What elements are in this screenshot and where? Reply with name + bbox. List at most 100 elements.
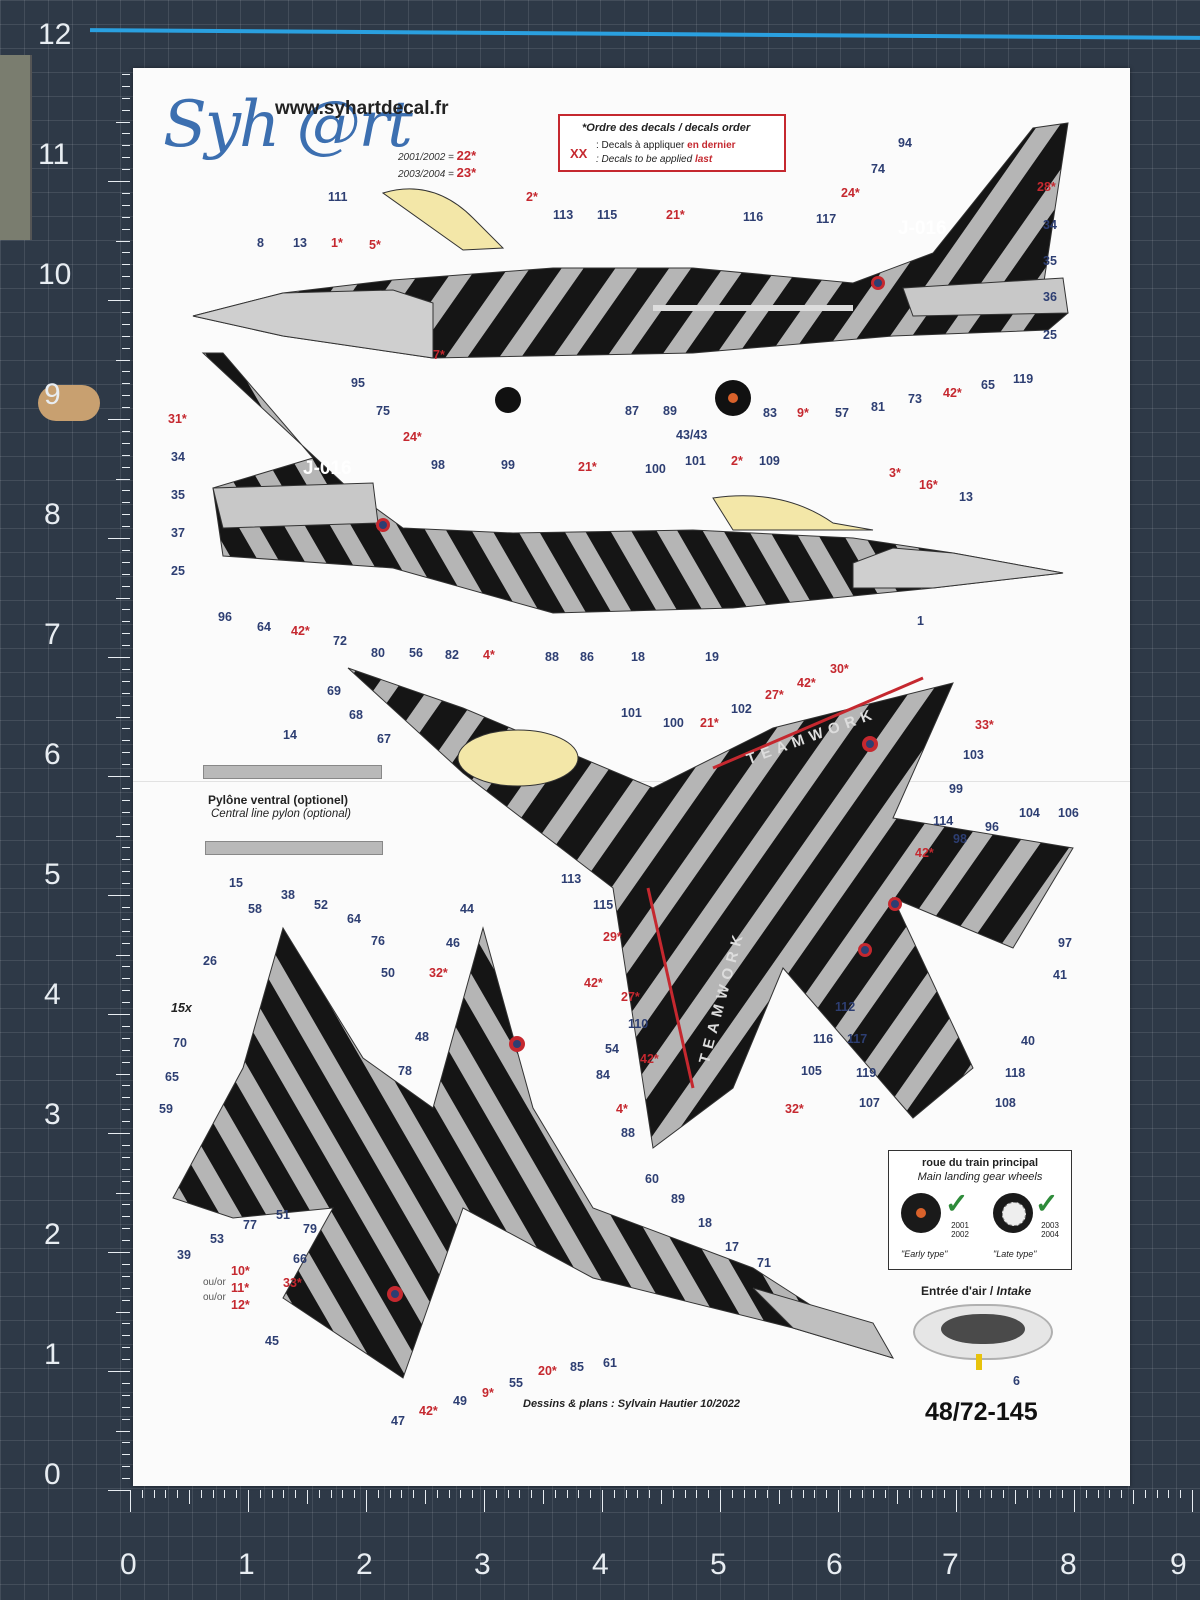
callout: 94	[898, 136, 912, 150]
callout-red: 9*	[797, 406, 809, 420]
order-highlight: en dernier	[687, 140, 736, 151]
ruler-number: 0	[120, 1548, 137, 1581]
check-icon: ✓	[945, 1188, 969, 1219]
ruler-tick	[189, 1490, 190, 1504]
ruler-tick	[472, 1490, 474, 1498]
callout-red: 4*	[483, 648, 495, 662]
callout: 58	[248, 902, 262, 916]
ruler-number: 0	[44, 1458, 61, 1491]
ruler-tick	[122, 1478, 130, 1480]
ruler-tick	[116, 1192, 130, 1194]
ruler-tick	[122, 1085, 130, 1087]
callout-red: 31*	[168, 412, 187, 426]
callout-red: 21*	[578, 460, 597, 474]
ruler-tick	[590, 1490, 592, 1498]
product-code: 48/72-145	[925, 1398, 1038, 1426]
callout: 98	[431, 458, 445, 472]
callout: 108	[995, 1096, 1016, 1110]
ruler-number: 3	[44, 1098, 61, 1131]
callout: 1	[917, 614, 924, 628]
callout-red: 2*	[526, 190, 538, 204]
ruler-tick	[116, 954, 130, 956]
callout: 54	[605, 1042, 619, 1056]
ruler-tick	[122, 1299, 130, 1301]
ruler-tick	[790, 1490, 792, 1498]
callout: 68	[349, 708, 363, 722]
callout: 50	[381, 966, 395, 980]
callout: 116	[743, 210, 764, 224]
intake-opening	[941, 1314, 1025, 1344]
callout: 101	[621, 706, 642, 720]
order-text: : Decals to be applied	[596, 154, 695, 165]
ruler-tick	[342, 1490, 344, 1498]
arrow-icon	[976, 1354, 982, 1370]
late-caption: "Late type"	[993, 1249, 1037, 1259]
ruler-tick	[1168, 1490, 1170, 1498]
ruler-tick	[944, 1490, 946, 1498]
ruler-tick	[122, 1216, 130, 1218]
ruler-tick	[578, 1490, 580, 1498]
ruler-tick	[873, 1490, 875, 1498]
ruler-tick	[519, 1490, 521, 1498]
ruler-tick	[122, 1466, 130, 1468]
ruler-tick	[122, 1382, 130, 1384]
ruler-number: 12	[38, 18, 72, 51]
wheel-title: roue du train principal	[921, 1157, 1039, 1169]
callout: 115	[593, 898, 614, 912]
tail-code: J-016	[898, 218, 947, 239]
callout: 71	[757, 1256, 771, 1270]
ruler-tick	[122, 204, 130, 206]
ruler-tick	[122, 466, 130, 468]
ruler-tick	[122, 1406, 130, 1408]
callout-red: 24*	[403, 430, 422, 444]
ruler-number: 2	[356, 1548, 373, 1581]
ruler-tick	[248, 1490, 249, 1512]
ruler-number: 10	[38, 258, 72, 291]
ruler-tick	[122, 1442, 130, 1444]
order-line-en: : Decals to be applied last	[596, 154, 712, 165]
callout-red: 12*	[231, 1298, 250, 1312]
ruler-tick	[849, 1490, 851, 1498]
ruler-number: 4	[592, 1548, 609, 1581]
ruler-number: 8	[44, 498, 61, 531]
ruler-tick	[122, 930, 130, 932]
ruler-tick	[1144, 1490, 1146, 1498]
ruler-tick	[354, 1490, 356, 1498]
intake-drawing	[913, 1304, 1053, 1360]
callout: 67	[377, 732, 391, 746]
callout: 72	[333, 634, 347, 648]
ruler-tick	[672, 1490, 674, 1498]
callout: 55	[509, 1376, 523, 1390]
ruler-tick	[122, 633, 130, 635]
callout: 18	[698, 1216, 712, 1230]
callout: 99	[501, 458, 515, 472]
ruler-tick	[543, 1490, 544, 1504]
callout: 19	[705, 650, 719, 664]
callout: 113	[561, 872, 582, 886]
ruler-tick	[122, 430, 130, 432]
order-title: *Ordre des decals / decals order	[582, 122, 751, 134]
ruler-tick	[897, 1490, 898, 1504]
ruler-tick	[122, 442, 130, 444]
ruler-tick	[861, 1490, 863, 1498]
ruler-tick	[122, 169, 130, 171]
ruler-tick	[212, 1490, 214, 1498]
ruler-tick	[122, 692, 130, 694]
callout-red: 16*	[919, 478, 938, 492]
year-code: 23*	[456, 165, 477, 180]
ruler-tick	[122, 990, 130, 992]
callout: 48	[415, 1030, 429, 1044]
ruler-tick	[122, 573, 130, 575]
ruler-tick	[224, 1490, 226, 1498]
ruler-tick	[122, 1263, 130, 1265]
year-note-1: 2001/2002 = 22*	[398, 148, 476, 163]
ruler-tick	[122, 883, 130, 885]
ruler-number: 6	[826, 1548, 843, 1581]
ruler-tick	[122, 680, 130, 682]
ruler-tick	[122, 871, 130, 873]
syhart-logo: Syh @rt	[163, 88, 413, 162]
intake-title-fr: Entrée d'air /	[921, 1284, 997, 1298]
callout: 25	[171, 564, 185, 578]
callout: 86	[580, 650, 594, 664]
ruler-tick	[1192, 1490, 1193, 1512]
